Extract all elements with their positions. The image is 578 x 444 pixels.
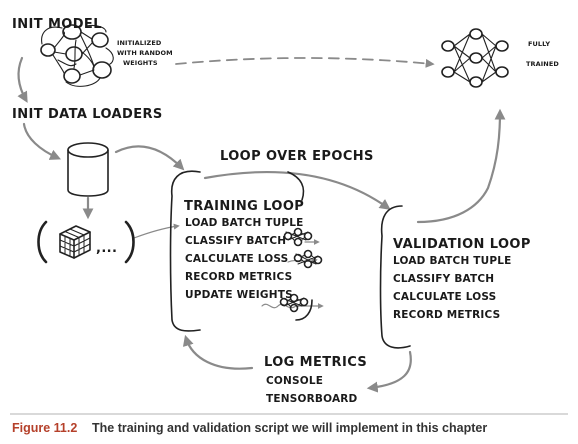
log-metrics-title: LOG METRICS <box>264 355 367 370</box>
data-cube-icon <box>59 225 91 259</box>
arrow-model-to-loaders <box>17 56 28 103</box>
trained-network-icon <box>441 28 509 88</box>
arrow-log-to-training <box>182 334 254 370</box>
arrow-training-to-validation <box>203 170 391 210</box>
update-network-icon <box>279 293 309 313</box>
init-model-note-line-1: INITIALIZED <box>117 39 162 47</box>
arrow-model-to-trained-dashed <box>175 57 435 68</box>
validation-step-classify: CLASSIFY BATCH <box>393 273 494 285</box>
validation-step-load-batch: LOAD BATCH TUPLE <box>393 255 512 267</box>
classify-network-icon <box>283 227 313 247</box>
log-metrics-console: CONSOLE <box>266 375 323 387</box>
training-loop-bracket <box>169 170 313 332</box>
validation-step-loss: CALCULATE LOSS <box>393 291 496 303</box>
arrow-validation-to-log <box>366 350 412 393</box>
init-model-label: INIT MODEL <box>12 17 102 32</box>
dataset-cylinder-icon <box>67 142 109 197</box>
caption-figure-number: Figure 11.2 <box>12 421 77 435</box>
batch-tuple-icon: ,... <box>37 220 135 264</box>
arrow-data-to-training <box>114 145 185 171</box>
arrow-loss-wiggle <box>287 258 318 265</box>
validation-loop-bracket <box>379 205 411 349</box>
log-metrics-tensorboard: TENSORBOARD <box>266 393 358 405</box>
training-step-loss: CALCULATE LOSS <box>185 253 288 265</box>
init-data-loaders-label: INIT DATA LOADERS <box>12 107 163 122</box>
flow-arrows <box>17 56 506 393</box>
training-step-load-batch: LOAD BATCH TUPLE <box>185 217 304 229</box>
arrow-update-wiggle <box>261 303 324 309</box>
loop-over-epochs-label: LOOP OVER EPOCHS <box>220 149 374 164</box>
batch-tuple-ellipsis: ,... <box>96 241 117 256</box>
arrow-validation-to-trained <box>416 108 506 224</box>
loss-network-icon <box>293 249 323 269</box>
arrow-batch-to-training <box>133 223 180 239</box>
init-model-note-line-2: WITH RANDOM <box>117 49 173 57</box>
training-step-classify: CLASSIFY BATCH <box>185 235 286 247</box>
training-step-record: RECORD METRICS <box>185 271 292 283</box>
training-loop-title: TRAINING LOOP <box>184 199 304 214</box>
training-step-update: UPDATE WEIGHTS <box>185 289 293 301</box>
caption-text: The training and validation script we wi… <box>92 421 487 435</box>
init-model-note-line-3: WEIGHTS <box>123 59 158 67</box>
arrow-loaders-to-data <box>22 122 62 160</box>
validation-loop-title: VALIDATION LOOP <box>393 237 531 252</box>
validation-step-record: RECORD METRICS <box>393 309 500 321</box>
random-network-icon <box>40 24 114 87</box>
fully-trained-note-line-2: TRAINED <box>526 60 559 68</box>
fully-trained-note-line-1: FULLY <box>528 40 550 48</box>
